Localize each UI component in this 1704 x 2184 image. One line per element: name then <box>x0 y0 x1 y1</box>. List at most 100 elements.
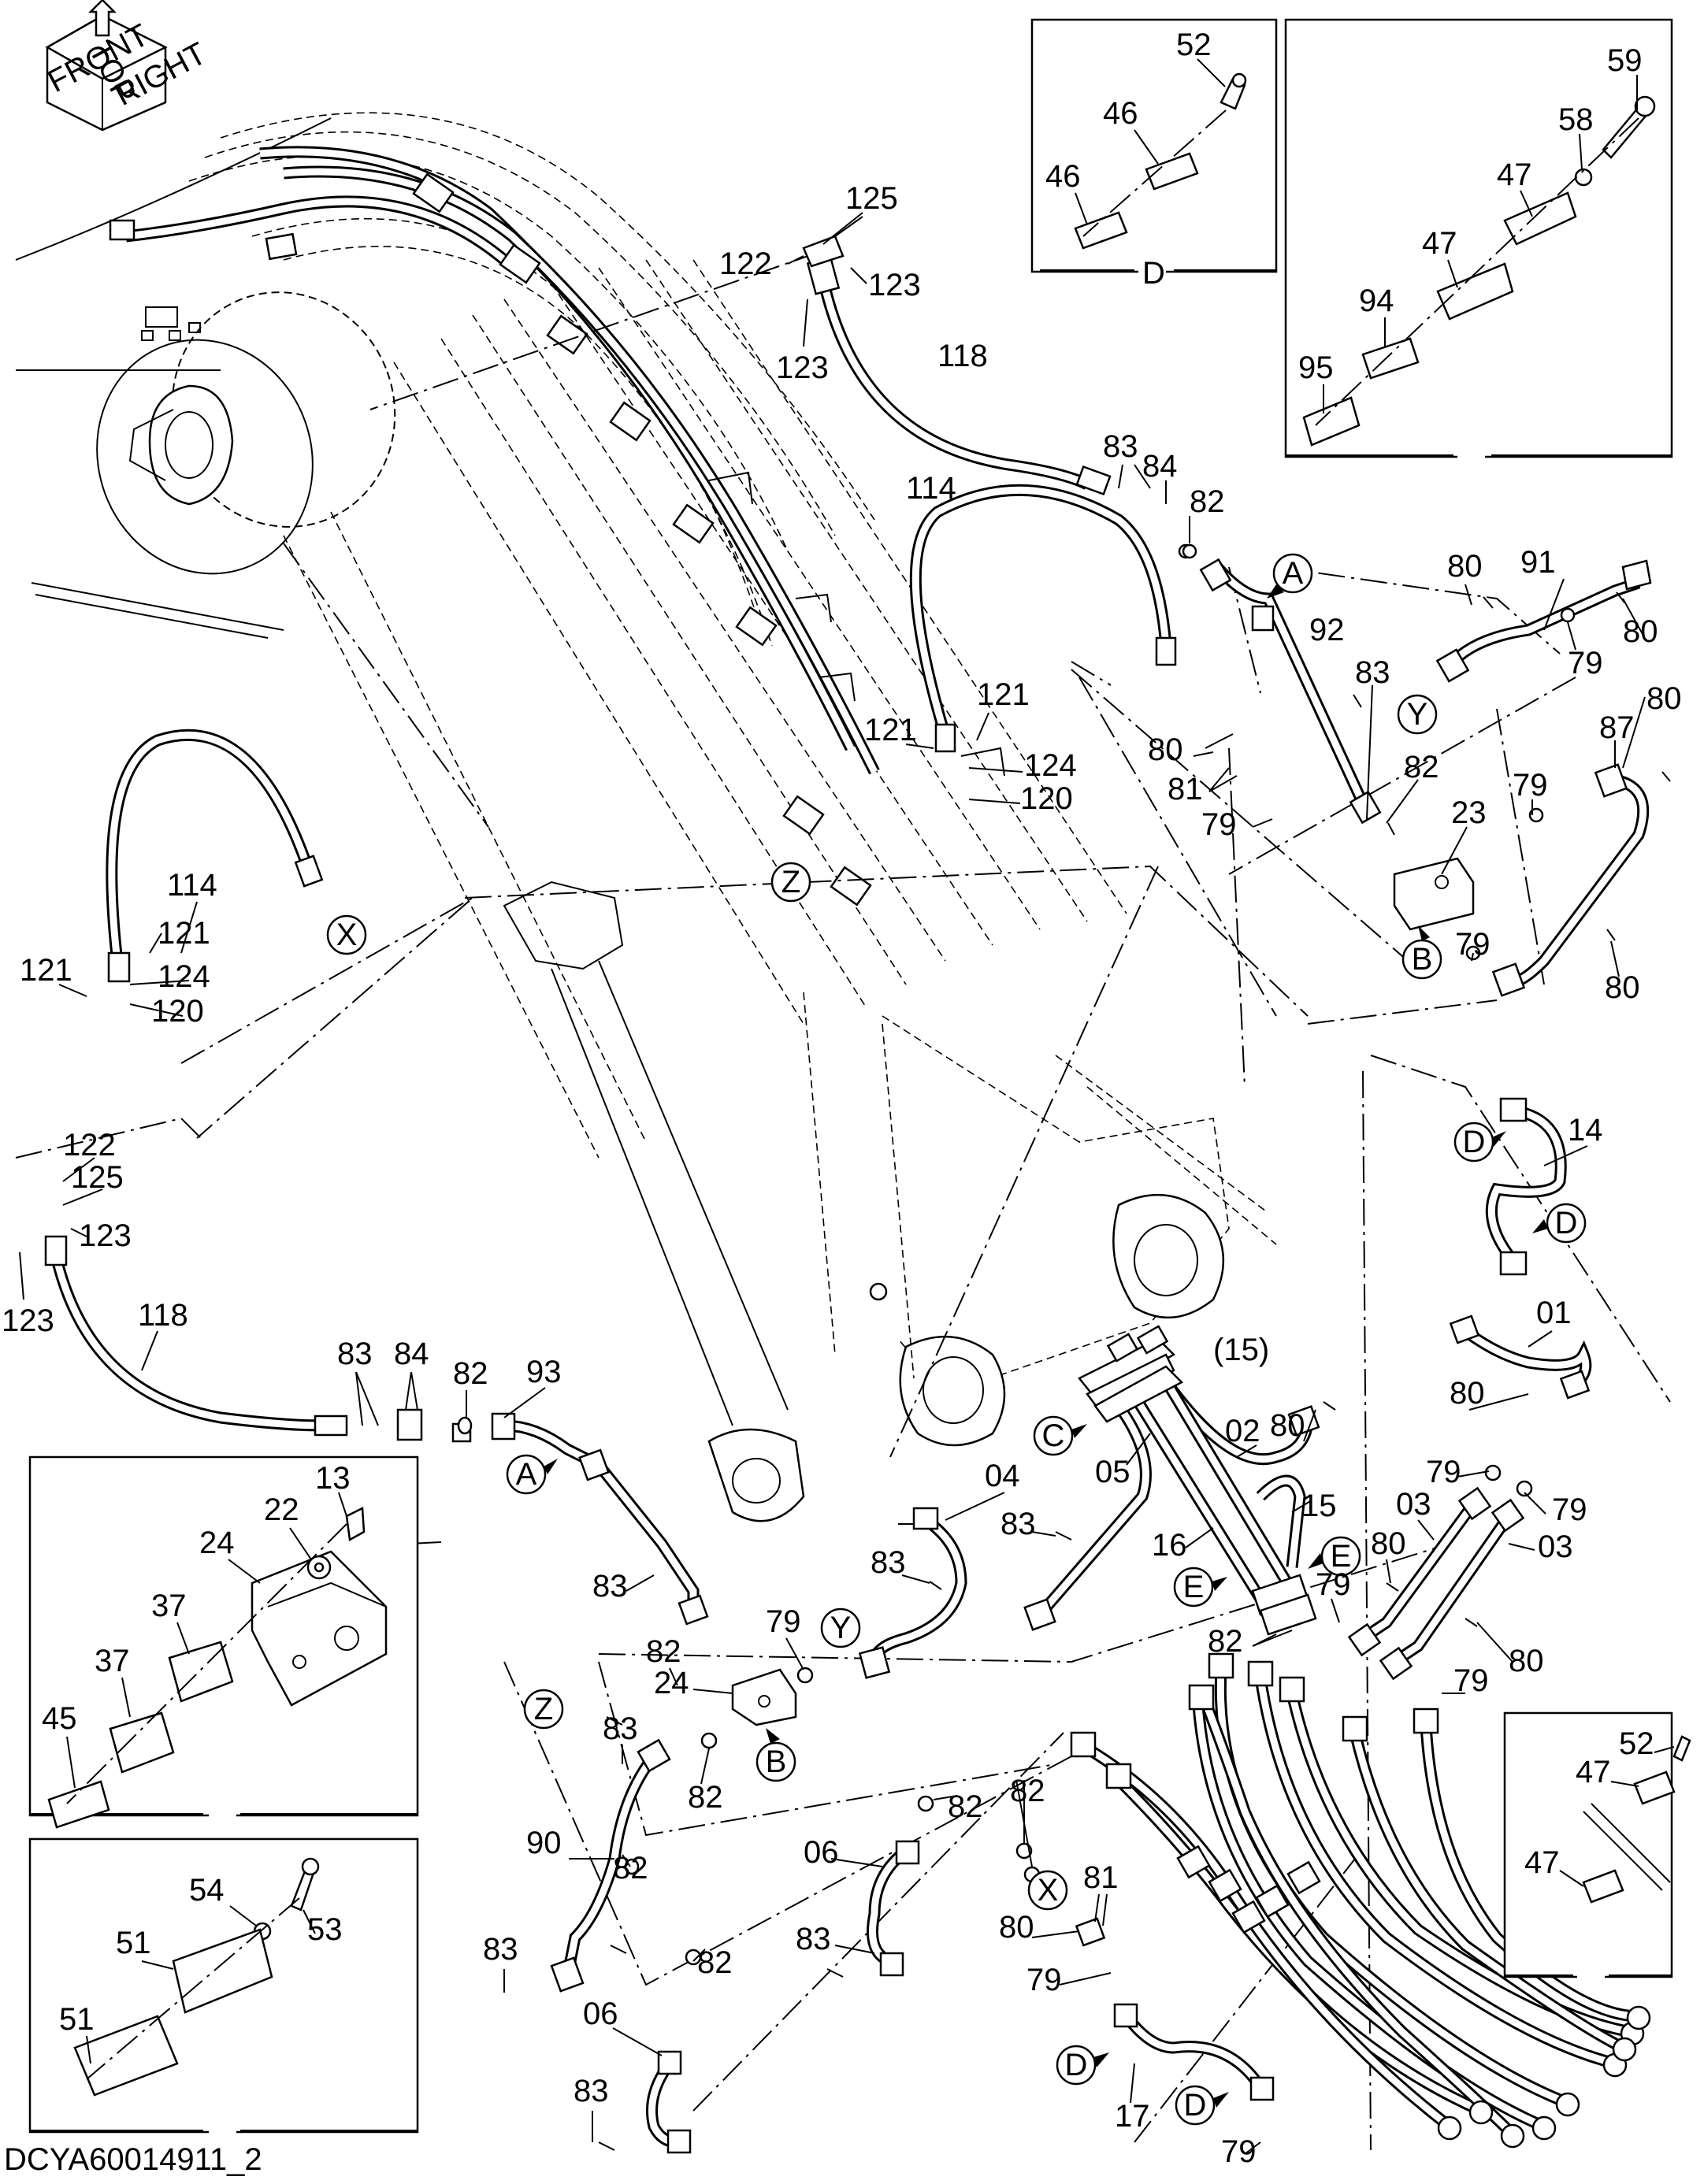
label-82: 82 <box>1208 1624 1243 1659</box>
svg-text:A: A <box>1283 556 1304 591</box>
label-80: 80 <box>1148 732 1183 767</box>
label-125: 125 <box>845 181 898 216</box>
svg-text:E: E <box>1183 1570 1205 1604</box>
boom-structure <box>15 112 1277 1522</box>
pipes-15-16-05 <box>1035 1325 1317 1636</box>
label-80: 80 <box>1270 1408 1305 1443</box>
pipe-91 <box>1435 559 1652 683</box>
hose-118-upper <box>802 235 1112 496</box>
label-03: 03 <box>1538 1530 1573 1564</box>
label-24: 24 <box>199 1526 235 1560</box>
label-122: 122 <box>719 247 772 281</box>
label-83: 83 <box>1103 429 1138 464</box>
label-114: 114 <box>906 471 956 506</box>
label-79: 79 <box>1201 807 1237 842</box>
label-47: 47 <box>1422 226 1457 261</box>
svg-text:Z: Z <box>534 1692 553 1726</box>
label-59: 59 <box>1607 43 1643 78</box>
pipe-87 <box>1491 763 1650 997</box>
label-51: 51 <box>59 2002 95 2037</box>
fasteners <box>409 543 1671 2151</box>
label-79: 79 <box>766 1604 801 1639</box>
orientation-icon: FRONT TOP RIGHT <box>43 0 212 132</box>
pipe-14 <box>1485 1097 1567 1276</box>
label-81: 81 <box>1168 772 1203 806</box>
label-54: 54 <box>189 1873 225 1908</box>
label-01: 01 <box>1536 1296 1572 1330</box>
label-82: 82 <box>697 1945 733 1980</box>
label-124: 124 <box>1024 748 1077 783</box>
pipe-04 <box>858 1507 967 1679</box>
frame-d-caption: D <box>1142 256 1165 291</box>
label-120: 120 <box>1020 781 1073 816</box>
label-84: 84 <box>1142 449 1178 484</box>
label-125: 125 <box>71 1160 124 1195</box>
fitting-81 <box>1075 1917 1106 1947</box>
label-83: 83 <box>796 1922 831 1956</box>
label-124: 124 <box>158 959 210 994</box>
callout-c: C <box>1033 1415 1087 1456</box>
detail-frame-a <box>1284 18 1673 469</box>
pipe-17 <box>1113 2003 1275 2101</box>
label-123: 123 <box>79 1218 132 1253</box>
label-79: 79 <box>1552 1492 1587 1527</box>
label-83: 83 <box>1355 655 1390 690</box>
label-06: 06 <box>583 1997 618 2031</box>
callout-b-right: B <box>1401 925 1442 980</box>
label-46: 46 <box>1103 96 1138 131</box>
callout-y-low: Y <box>820 1607 861 1648</box>
pipe-90 <box>550 1738 671 1993</box>
pipe-93 <box>491 1412 709 1626</box>
label-05: 05 <box>1095 1455 1130 1489</box>
pipe-92 <box>1178 543 1382 825</box>
svg-text:D: D <box>1555 1206 1578 1240</box>
detail-frame-d: D <box>1030 18 1278 291</box>
drawing-id: DCYA60014911_2 <box>4 2142 262 2177</box>
label-04: 04 <box>985 1459 1020 1493</box>
label-14: 14 <box>1568 1113 1603 1148</box>
label-83: 83 <box>1000 1507 1036 1541</box>
label-83: 83 <box>871 1545 906 1580</box>
label-82: 82 <box>1190 484 1225 519</box>
label-80: 80 <box>1447 549 1483 584</box>
label-80: 80 <box>1450 1376 1485 1411</box>
label-leaders <box>19 58 1675 2155</box>
label-122: 122 <box>63 1128 116 1162</box>
bracket-23 <box>1393 857 1475 931</box>
label-84: 84 <box>394 1337 429 1371</box>
label-81: 81 <box>1083 1860 1119 1895</box>
svg-text:D: D <box>1065 2048 1088 2082</box>
pipe-05-lower <box>1023 1598 1056 1631</box>
label-02: 02 <box>1225 1414 1260 1448</box>
svg-text:C: C <box>1042 1418 1065 1453</box>
svg-text:A: A <box>516 1457 537 1492</box>
label-82: 82 <box>646 1634 681 1669</box>
label-79: 79 <box>1453 1663 1489 1698</box>
svg-text:B: B <box>1412 942 1433 977</box>
detail-frame-b <box>28 1455 419 1829</box>
label-93: 93 <box>526 1355 562 1389</box>
label-83: 83 <box>574 2074 609 2108</box>
pipe-01 <box>1449 1314 1592 1400</box>
callout-a-top: A <box>1267 553 1313 599</box>
label-58: 58 <box>1558 102 1594 137</box>
label-47: 47 <box>1497 158 1532 192</box>
main-hose-bundle <box>1070 1652 1651 2149</box>
svg-text:Y: Y <box>830 1611 852 1645</box>
callout-d-1: D <box>1453 1122 1506 1162</box>
label-121: 121 <box>977 677 1030 712</box>
label-90: 90 <box>526 1826 562 1860</box>
label-06: 06 <box>804 1835 839 1870</box>
callout-d-3: D <box>1056 2045 1109 2086</box>
label-03: 03 <box>1396 1487 1431 1522</box>
label-37: 37 <box>95 1644 130 1678</box>
label-37: 37 <box>151 1589 187 1623</box>
label-80: 80 <box>1646 681 1682 716</box>
label-80: 80 <box>1605 970 1640 1005</box>
callout-x-low: X <box>1027 1870 1068 1911</box>
svg-text:Y: Y <box>1407 697 1428 732</box>
label-13: 13 <box>315 1461 351 1496</box>
label-83: 83 <box>483 1932 518 1967</box>
label-79: 79 <box>1221 2134 1257 2169</box>
